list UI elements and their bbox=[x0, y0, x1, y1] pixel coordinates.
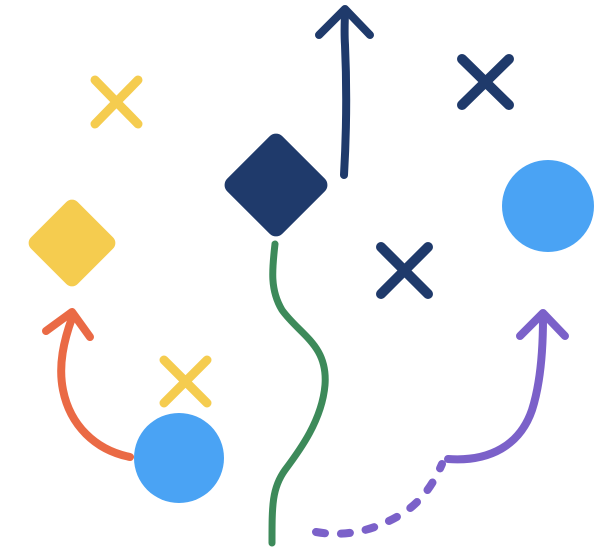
purple-arrow-head bbox=[516, 309, 569, 340]
navy-diamond-icon bbox=[224, 133, 328, 237]
orange-arrow-shaft bbox=[57, 314, 134, 461]
navy-x-icon bbox=[376, 242, 433, 299]
purple-arrow-shaft bbox=[444, 314, 547, 464]
navy-up-arrow-head bbox=[315, 5, 374, 39]
green-run-path bbox=[268, 240, 329, 547]
navy-x-icon bbox=[457, 54, 514, 110]
yellow-diamond-icon bbox=[28, 199, 116, 287]
navy-up-arrow bbox=[315, 5, 374, 179]
purple-route-arrow bbox=[312, 309, 569, 538]
blue-circle-icon bbox=[134, 413, 224, 503]
purple-dashed-path bbox=[312, 460, 446, 538]
navy-up-arrow-shaft bbox=[340, 6, 351, 179]
blue-circle-icon bbox=[502, 160, 594, 252]
yellow-x-icon bbox=[90, 75, 143, 129]
yellow-x-icon bbox=[159, 355, 212, 408]
orange-curved-arrow bbox=[42, 308, 134, 461]
orange-arrow-head bbox=[42, 308, 94, 341]
